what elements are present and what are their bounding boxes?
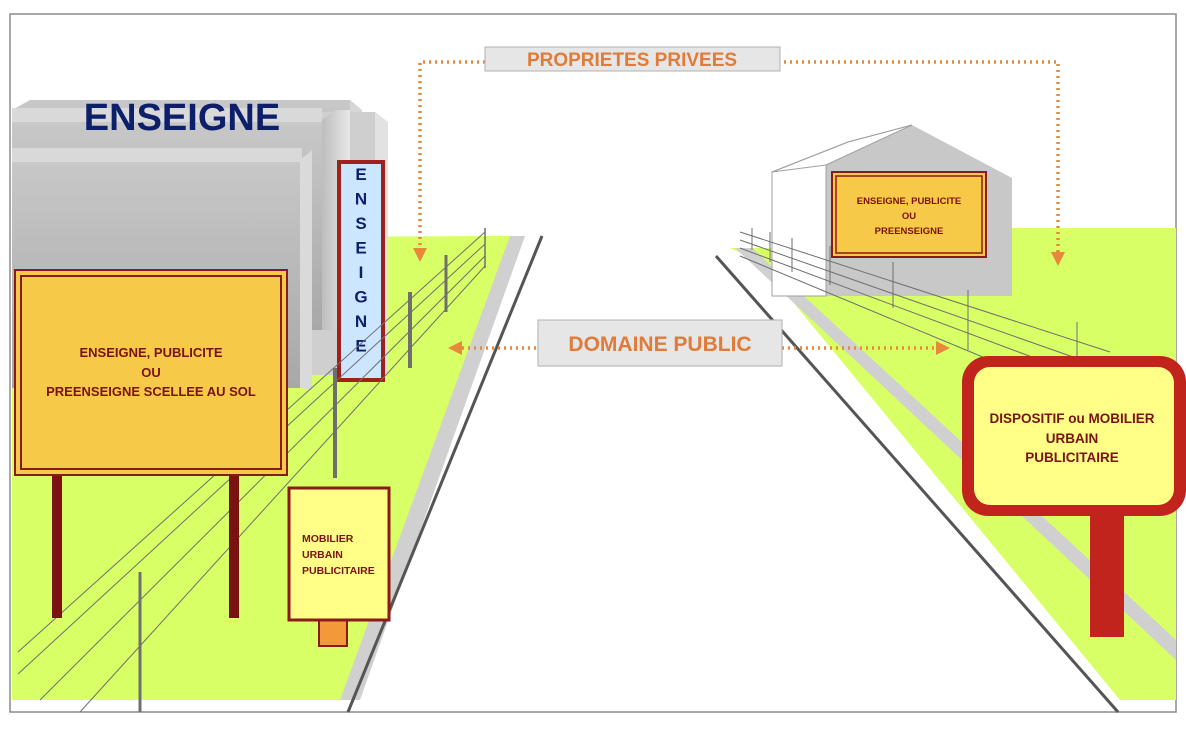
right-wall-sign-line-3: PREENSEIGNE: [875, 226, 944, 237]
private-arrow-head-right: [1051, 252, 1065, 266]
right-wall-sign-line-1: ENSEIGNE, PUBLICITE: [857, 196, 962, 207]
left-big-sign-line-3: PREENSEIGNE SCELLEE AU SOL: [46, 384, 256, 399]
right-curb: [735, 248, 1176, 660]
left-big-sign-line-1: ENSEIGNE, PUBLICITE: [79, 345, 222, 360]
vertical-sign-letter: G: [354, 288, 367, 307]
public-domain-label: DOMAINE PUBLIC: [568, 333, 751, 356]
vertical-sign-letter: S: [355, 214, 366, 233]
left-small-sign-line-1: MOBILIER: [302, 533, 354, 545]
left-big-sign-line-2: OU: [141, 365, 161, 380]
left-small-sign: MOBILIER URBAIN PUBLICITAIRE: [287, 486, 391, 647]
vertical-sign-letter: N: [355, 190, 367, 209]
private-arrow-head-left: [413, 248, 427, 262]
public-domain-label-box: [537, 319, 783, 367]
building-sign-text: ENSEIGNE: [84, 97, 280, 139]
right-fence: [739, 228, 1111, 378]
vertical-sign-letter: E: [355, 337, 366, 356]
public-arrow-head-left: [448, 341, 462, 355]
left-big-sign: ENSEIGNE, PUBLICITE OU PREENSEIGNE SCELL…: [14, 269, 288, 618]
right-big-sign-line-3: PUBLICITAIRE: [1025, 450, 1119, 465]
right-wall-sign-line-2: OU: [902, 211, 916, 222]
left-small-sign-line-3: PUBLICITAIRE: [302, 565, 375, 577]
private-property-label-box: [484, 46, 781, 72]
vertical-sign-letter: E: [355, 239, 366, 258]
right-big-sign-line-1: DISPOSITIF ou MOBILIER: [990, 411, 1155, 426]
right-big-sign-line-2: URBAIN: [1046, 431, 1099, 446]
left-small-sign-line-2: URBAIN: [302, 549, 343, 561]
vertical-sign-letter: N: [355, 312, 367, 331]
right-road-line: [714, 255, 1120, 713]
private-property-arrow: [418, 60, 1060, 252]
right-wall-sign: ENSEIGNE, PUBLICITE OU PREENSEIGNE: [831, 171, 987, 258]
private-property-label: PROPRIETES PRIVEES: [527, 50, 737, 71]
left-road-line: [346, 235, 544, 713]
vertical-sign-letter: I: [359, 263, 364, 282]
vertical-sign: ENSEIGNE: [337, 160, 385, 382]
vertical-sign-letter: E: [355, 165, 366, 184]
public-arrow-head-right: [936, 341, 950, 355]
right-big-sign: DISPOSITIF ou MOBILIER URBAIN PUBLICITAI…: [962, 356, 1186, 637]
vertical-sign-letters: ENSEIGNE: [354, 165, 367, 356]
